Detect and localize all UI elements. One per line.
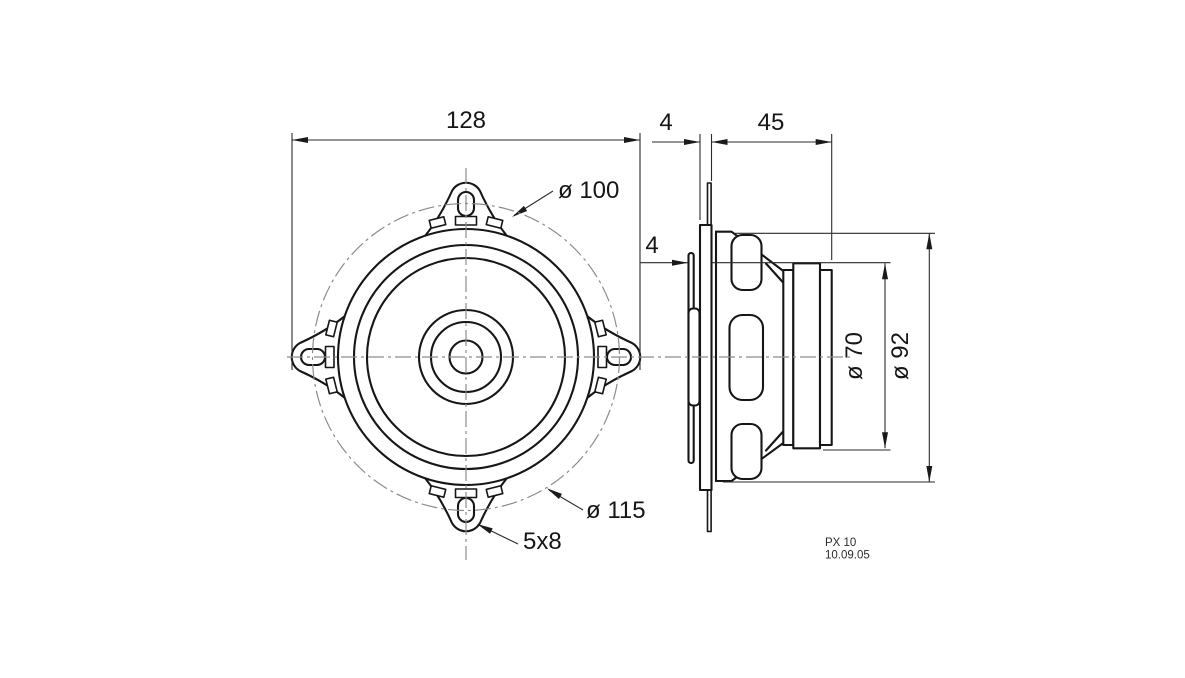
dim-label-flange-thickness: 4 [659, 109, 672, 136]
bolt-circle-centerline [311, 202, 621, 512]
dim-label-front-diameter: ø 100 [558, 177, 619, 204]
dimensions: 128 4 45 4 [291, 107, 935, 555]
dim-magnet-diameter: ø 70 [712, 262, 891, 451]
title-block: PX 10 10.09.05 [825, 537, 870, 562]
dim-overall-width: 128 [291, 107, 641, 370]
centerlines [287, 168, 853, 560]
cone-wall-top [764, 262, 786, 285]
leader-bolt-circle: ø 115 [546, 488, 646, 524]
dim-mounting-depth: 45 [711, 109, 833, 260]
basket-window-bottom [730, 422, 763, 481]
model-label: PX 10 [825, 537, 856, 549]
dim-label-basket-diameter: ø 92 [887, 332, 914, 380]
dim-label-slot-size: 5x8 [523, 528, 562, 555]
dim-label-overall-width: 128 [446, 107, 486, 134]
basket-bottom-edge [714, 441, 786, 483]
dim-label-mounting-depth: 45 [758, 109, 785, 136]
magnet-ring [792, 262, 822, 450]
dim-label-front-protrusion: 4 [645, 232, 658, 259]
dim-front-protrusion: 4 [640, 232, 688, 266]
cone-wall-bottom [764, 429, 786, 452]
basket-top-edge [714, 230, 786, 273]
leader-slot-size: 5x8 [477, 524, 562, 555]
basket-outline [714, 230, 786, 483]
magnet-assembly [782, 262, 833, 450]
dim-basket-diameter: ø 92 [723, 232, 935, 483]
clamp-lug-left [428, 216, 447, 229]
leader-front-diameter: ø 100 [512, 177, 619, 217]
dim-label-magnet-diameter: ø 70 [841, 332, 868, 380]
dim-flange-thickness: 4 [652, 109, 713, 220]
dim-label-bolt-circle: ø 115 [586, 497, 646, 524]
clamp-lug-right [485, 216, 504, 229]
date-label: 10.09.05 [825, 550, 870, 562]
